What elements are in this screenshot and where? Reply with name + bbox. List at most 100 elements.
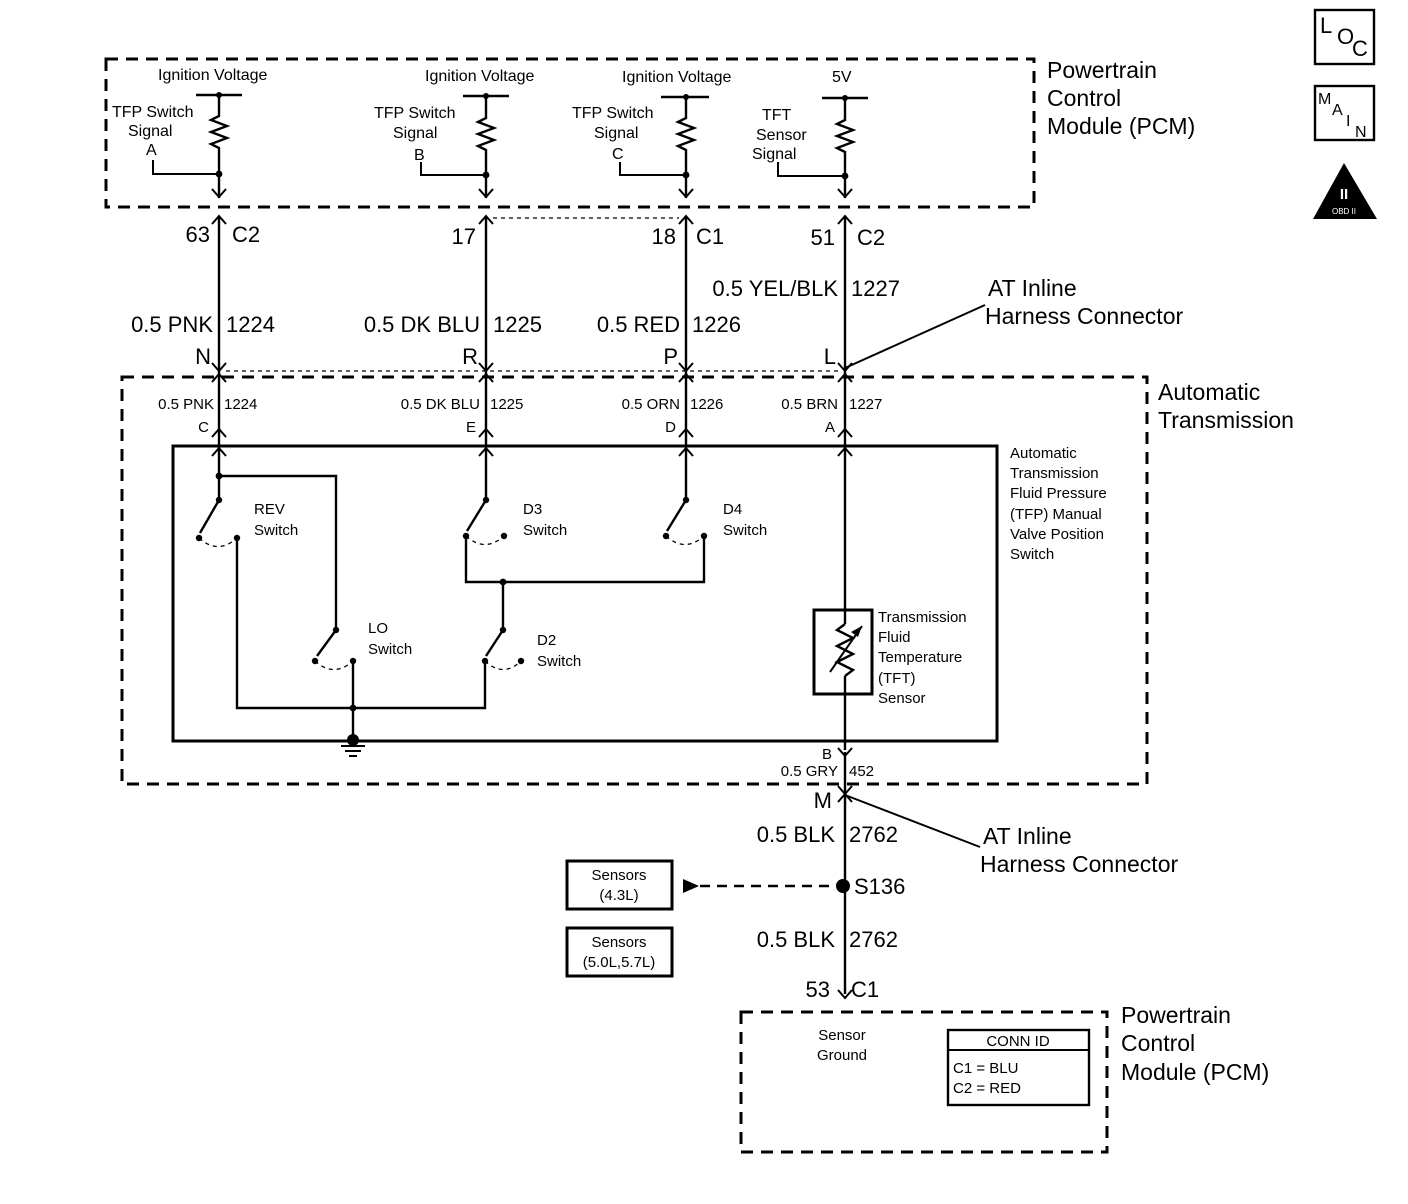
transmission-title-line1: Automatic bbox=[1158, 379, 1260, 405]
trans-wire-color-c: 0.5 PNK bbox=[158, 396, 214, 413]
d4-switch-label-line2: Switch bbox=[723, 522, 767, 539]
tft-label-line2: Fluid bbox=[878, 629, 911, 646]
lower-wire2-circuit: 2762 bbox=[849, 927, 898, 952]
tft-signal-label-line2: Sensor bbox=[756, 127, 807, 144]
trans-pin-a: A bbox=[825, 419, 835, 436]
pcm-connector-pins: 63 C2 17 18 C1 51 C2 bbox=[186, 214, 885, 250]
tfp-switch-label: Automatic Transmission Fluid Pressure (T… bbox=[1010, 445, 1107, 563]
trans-pin-b-connector: B 0.5 GRY 452 bbox=[781, 746, 874, 780]
trans-wire-circuit-c: 1224 bbox=[224, 396, 257, 413]
lo-switch: LO Switch bbox=[311, 620, 412, 671]
pcm-pullup-circuit-c: Ignition Voltage TFP Switch Signal C bbox=[572, 69, 732, 199]
pcm-pin-b: 17 bbox=[452, 224, 476, 249]
transmission-title-line2: Transmission bbox=[1158, 407, 1294, 433]
lo-switch-label-line1: LO bbox=[368, 620, 388, 637]
obd-icon-label: OBD II bbox=[1332, 207, 1356, 216]
loc-icon[interactable]: L O C bbox=[1313, 8, 1376, 66]
inline-pin-m: M bbox=[814, 788, 832, 813]
trans-wire-color-d: 0.5 ORN bbox=[622, 396, 680, 413]
inline-connector-label-line2: Harness Connector bbox=[985, 303, 1183, 329]
splice-s136: S136 bbox=[683, 874, 905, 899]
d3-switch-label-line1: D3 bbox=[523, 501, 542, 518]
supply-label-b: Ignition Voltage bbox=[425, 68, 535, 85]
pcm-pin-d: 51 bbox=[811, 225, 835, 250]
sensor-ground-label-line1: Sensor bbox=[818, 1027, 866, 1044]
tft-label-line1: Transmission bbox=[878, 609, 967, 626]
main-icon-i: I bbox=[1346, 113, 1350, 130]
supply-label-5v: 5V bbox=[832, 69, 852, 86]
wire-color-d: 0.5 YEL/BLK bbox=[712, 276, 838, 301]
at-inline-connector-top: N R P L AT Inline Harness Connector bbox=[195, 275, 1183, 383]
obd-ii-icon[interactable]: II OBD II bbox=[1313, 163, 1377, 219]
tfp-label-line3: Fluid Pressure bbox=[1010, 485, 1107, 502]
d3-switch: D3 Switch bbox=[462, 448, 567, 546]
signal-label-a-line2: Signal bbox=[128, 123, 172, 140]
trans-pin-d: D bbox=[665, 419, 676, 436]
rev-switch-label-line2: Switch bbox=[254, 522, 298, 539]
inline-connector-label-line1: AT Inline bbox=[988, 275, 1077, 301]
ref1-line2: (4.3L) bbox=[599, 887, 638, 904]
trans-wire-circuit-a: 1227 bbox=[849, 396, 882, 413]
d4-switch-label-line1: D4 bbox=[723, 501, 742, 518]
supply-label-c: Ignition Voltage bbox=[622, 69, 732, 86]
trans-pin-b: B bbox=[822, 746, 832, 763]
ref2-line1: Sensors bbox=[591, 934, 646, 951]
signal-label-c-line1: TFP Switch bbox=[572, 105, 654, 122]
lower-wire2-color: 0.5 BLK bbox=[757, 927, 836, 952]
d4-switch: D4 Switch bbox=[662, 448, 767, 546]
tft-label-line3: Temperature bbox=[878, 649, 962, 666]
ref1-line1: Sensors bbox=[591, 867, 646, 884]
conn-id-row1: C1 = BLU bbox=[953, 1060, 1018, 1077]
rev-d2-return bbox=[235, 538, 487, 710]
inline-pin-r: R bbox=[462, 344, 478, 369]
ground-icon bbox=[341, 734, 365, 757]
pcm-top-boundary bbox=[104, 57, 1036, 209]
signal-label-b-line3: B bbox=[414, 147, 425, 164]
lower-wire1-color: 0.5 BLK bbox=[757, 822, 836, 847]
main-icon-m: M bbox=[1318, 91, 1331, 108]
at-inline-connector-bottom: M AT Inline Harness Connector bbox=[814, 785, 1178, 877]
sensors-5-0l-5-7l-reference[interactable]: Sensors (5.0L,5.7L) bbox=[565, 926, 674, 978]
d2-switch-label-line2: Switch bbox=[537, 653, 581, 670]
conn-id-row2: C2 = RED bbox=[953, 1080, 1021, 1097]
sensors-4-3l-reference[interactable]: Sensors (4.3L) bbox=[565, 859, 674, 911]
trans-pin-c: C bbox=[198, 419, 209, 436]
pcm-pullup-circuit-b: Ignition Voltage TFP Switch Signal B bbox=[374, 68, 535, 199]
d3-d4-link bbox=[464, 536, 706, 584]
pcm-pin-a: 63 bbox=[186, 222, 210, 247]
sensor-ground-label-line2: Ground bbox=[817, 1047, 867, 1064]
signal-label-b-line1: TFP Switch bbox=[374, 105, 456, 122]
trans-wire-color-a: 0.5 BRN bbox=[781, 396, 838, 413]
lower-wire1-circuit: 2762 bbox=[849, 822, 898, 847]
inline-connector-bottom-label-line2: Harness Connector bbox=[980, 851, 1178, 877]
obd-icon-numeral: II bbox=[1340, 186, 1348, 203]
pcm-conn-d: C2 bbox=[857, 225, 885, 250]
trans-wire-color-e: 0.5 DK BLU bbox=[401, 396, 480, 413]
rev-switch: REV Switch bbox=[195, 448, 298, 548]
tft-label-line5: Sensor bbox=[878, 690, 926, 707]
pcm-bottom-connector: 53 C1 bbox=[806, 977, 880, 1002]
trans-ground-wire-color: 0.5 GRY bbox=[781, 763, 838, 780]
pcm-bottom-title-line3: Module (PCM) bbox=[1121, 1059, 1269, 1085]
tfp-label-line1: Automatic bbox=[1010, 445, 1077, 462]
wire-color-a: 0.5 PNK bbox=[131, 312, 213, 337]
main-icon[interactable]: M A I N bbox=[1313, 84, 1376, 142]
tft-sensor: Transmission Fluid Temperature (TFT) Sen… bbox=[812, 448, 967, 750]
wire-circuit-a: 1224 bbox=[226, 312, 275, 337]
trans-wire-circuit-e: 1225 bbox=[490, 396, 523, 413]
tft-label-line4: (TFT) bbox=[878, 670, 915, 687]
inline-pin-n: N bbox=[195, 344, 211, 369]
transmission-connector: 0.5 PNK 1224 0.5 DK BLU 1225 0.5 ORN 122… bbox=[158, 396, 882, 438]
signal-label-a-line3: A bbox=[146, 142, 157, 159]
pcm-pullup-circuit-a: Ignition Voltage TFP Switch Signal A bbox=[112, 67, 268, 199]
loc-icon-o: O bbox=[1337, 24, 1354, 49]
rev-switch-label-line1: REV bbox=[254, 501, 285, 518]
tfp-label-line5: Valve Position bbox=[1010, 526, 1104, 543]
pcm-bottom-title-line2: Control bbox=[1121, 1030, 1195, 1056]
conn-id-header: CONN ID bbox=[986, 1033, 1050, 1050]
pcm-bottom-boundary bbox=[739, 1010, 1109, 1154]
pcm-bottom-pin: 53 bbox=[806, 977, 830, 1002]
tft-signal-label-line1: TFT bbox=[762, 107, 792, 124]
loc-icon-c: C bbox=[1352, 36, 1368, 61]
harness-wires: 0.5 PNK 1224 0.5 DK BLU 1225 0.5 RED 122… bbox=[131, 217, 900, 446]
